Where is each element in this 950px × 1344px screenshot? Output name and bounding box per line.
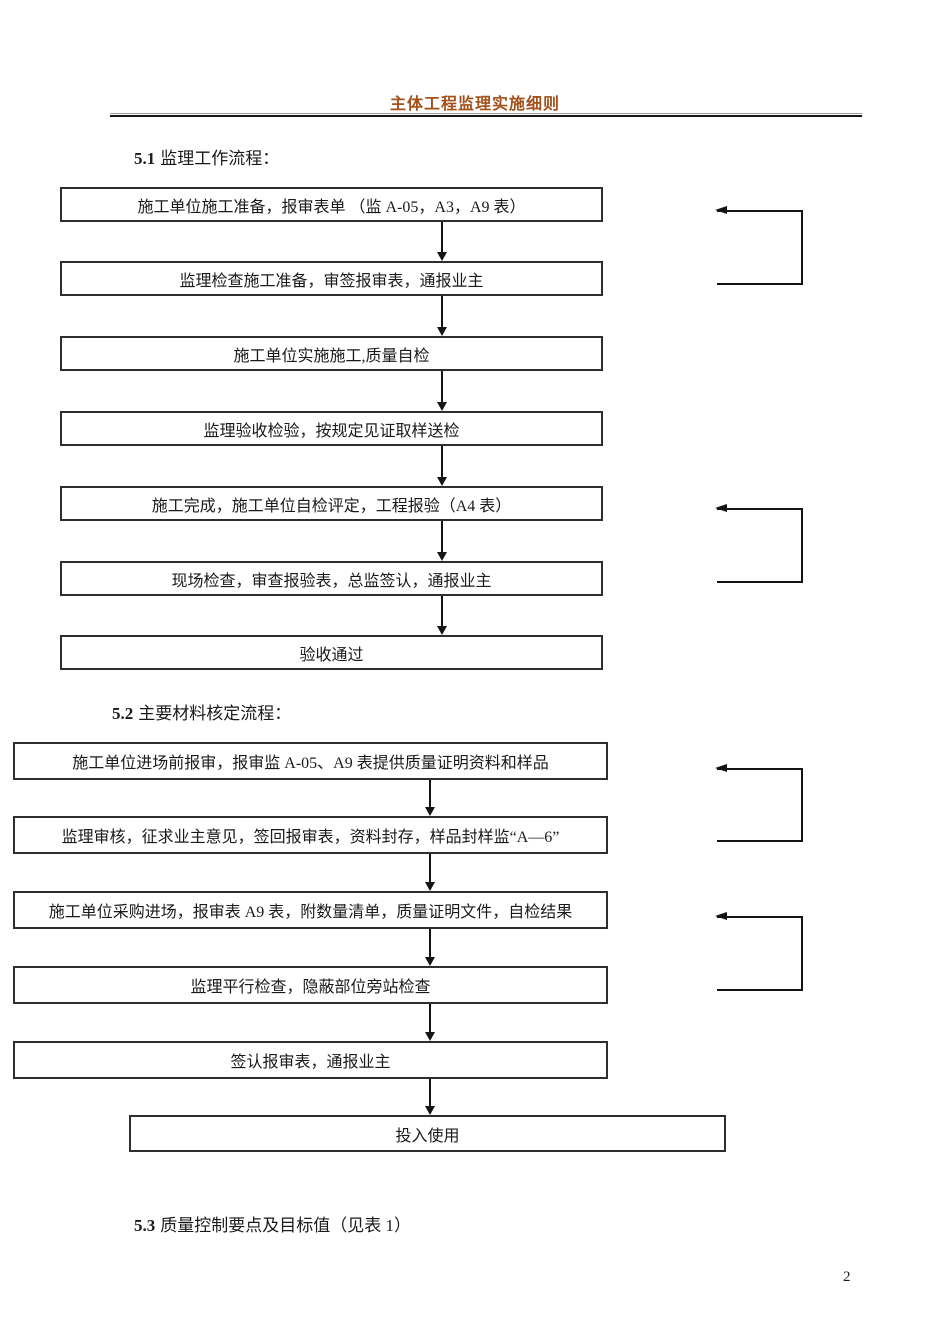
flow-step-box: 施工完成，施工单位自检评定，工程报验（A4 表） [60, 486, 603, 521]
flow-step-box: 施工单位采购进场，报审表 A9 表，附数量清单，质量证明文件，自检结果 [13, 891, 608, 929]
flow-arrow-down-icon [424, 929, 436, 966]
flow-arrow-down-icon [424, 854, 436, 891]
flow-step-box: 监理检查施工准备，审签报审表，通报业主 [60, 261, 603, 296]
flow-arrow-down-icon [424, 1079, 436, 1115]
flow-step-box: 现场检查，审查报验表，总监签认，通报业主 [60, 561, 603, 596]
flow-step-box: 签认报审表，通报业主 [13, 1041, 608, 1079]
flow-step-box: 施工单位实施施工,质量自检 [60, 336, 603, 371]
flow-step-box: 监理审核，征求业主意见，签回报审表，资料封存，样品封样监“A—6” [13, 816, 608, 854]
flow-step-box: 验收通过 [60, 635, 603, 670]
section-number: 5.1 [134, 149, 156, 168]
flow-arrow-down-icon [436, 296, 448, 336]
document-title: 主体工程监理实施细则 [389, 96, 560, 113]
feedback-loop-arrow-icon [715, 764, 803, 842]
flow-arrow-down-icon [424, 1004, 436, 1041]
flow-arrow-down-icon [436, 521, 448, 561]
flow-arrow-down-icon [436, 371, 448, 411]
flow-arrow-down-icon [436, 596, 448, 635]
flow-arrow-down-icon [424, 780, 436, 816]
page-number: 2 [843, 1269, 851, 1285]
section-number: 5.3 [134, 1216, 156, 1235]
flow-step-box: 监理验收检验，按规定见证取样送检 [60, 411, 603, 446]
feedback-loop-arrow-icon [715, 206, 803, 285]
header-divider [110, 113, 862, 117]
flow-step-box: 监理平行检查，隐蔽部位旁站检查 [13, 966, 608, 1004]
flow-step-box: 施工单位施工准备，报审表单 （监 A-05，A3，A9 表） [60, 187, 603, 222]
flow-arrow-down-icon [436, 222, 448, 261]
section-title: 主要材料核定流程： [138, 704, 292, 723]
section-title: 监理工作流程： [160, 149, 280, 168]
section-title: 质量控制要点及目标值（见表 1） [160, 1216, 411, 1235]
flow-step-box: 投入使用 [129, 1115, 726, 1152]
feedback-loop-arrow-icon [715, 504, 803, 583]
feedback-loop-arrow-icon [715, 912, 803, 991]
flow-step-box: 施工单位进场前报审，报审监 A-05、A9 表提供质量证明资料和样品 [13, 742, 608, 780]
flow-arrow-down-icon [436, 446, 448, 486]
section-number: 5.2 [112, 704, 134, 723]
